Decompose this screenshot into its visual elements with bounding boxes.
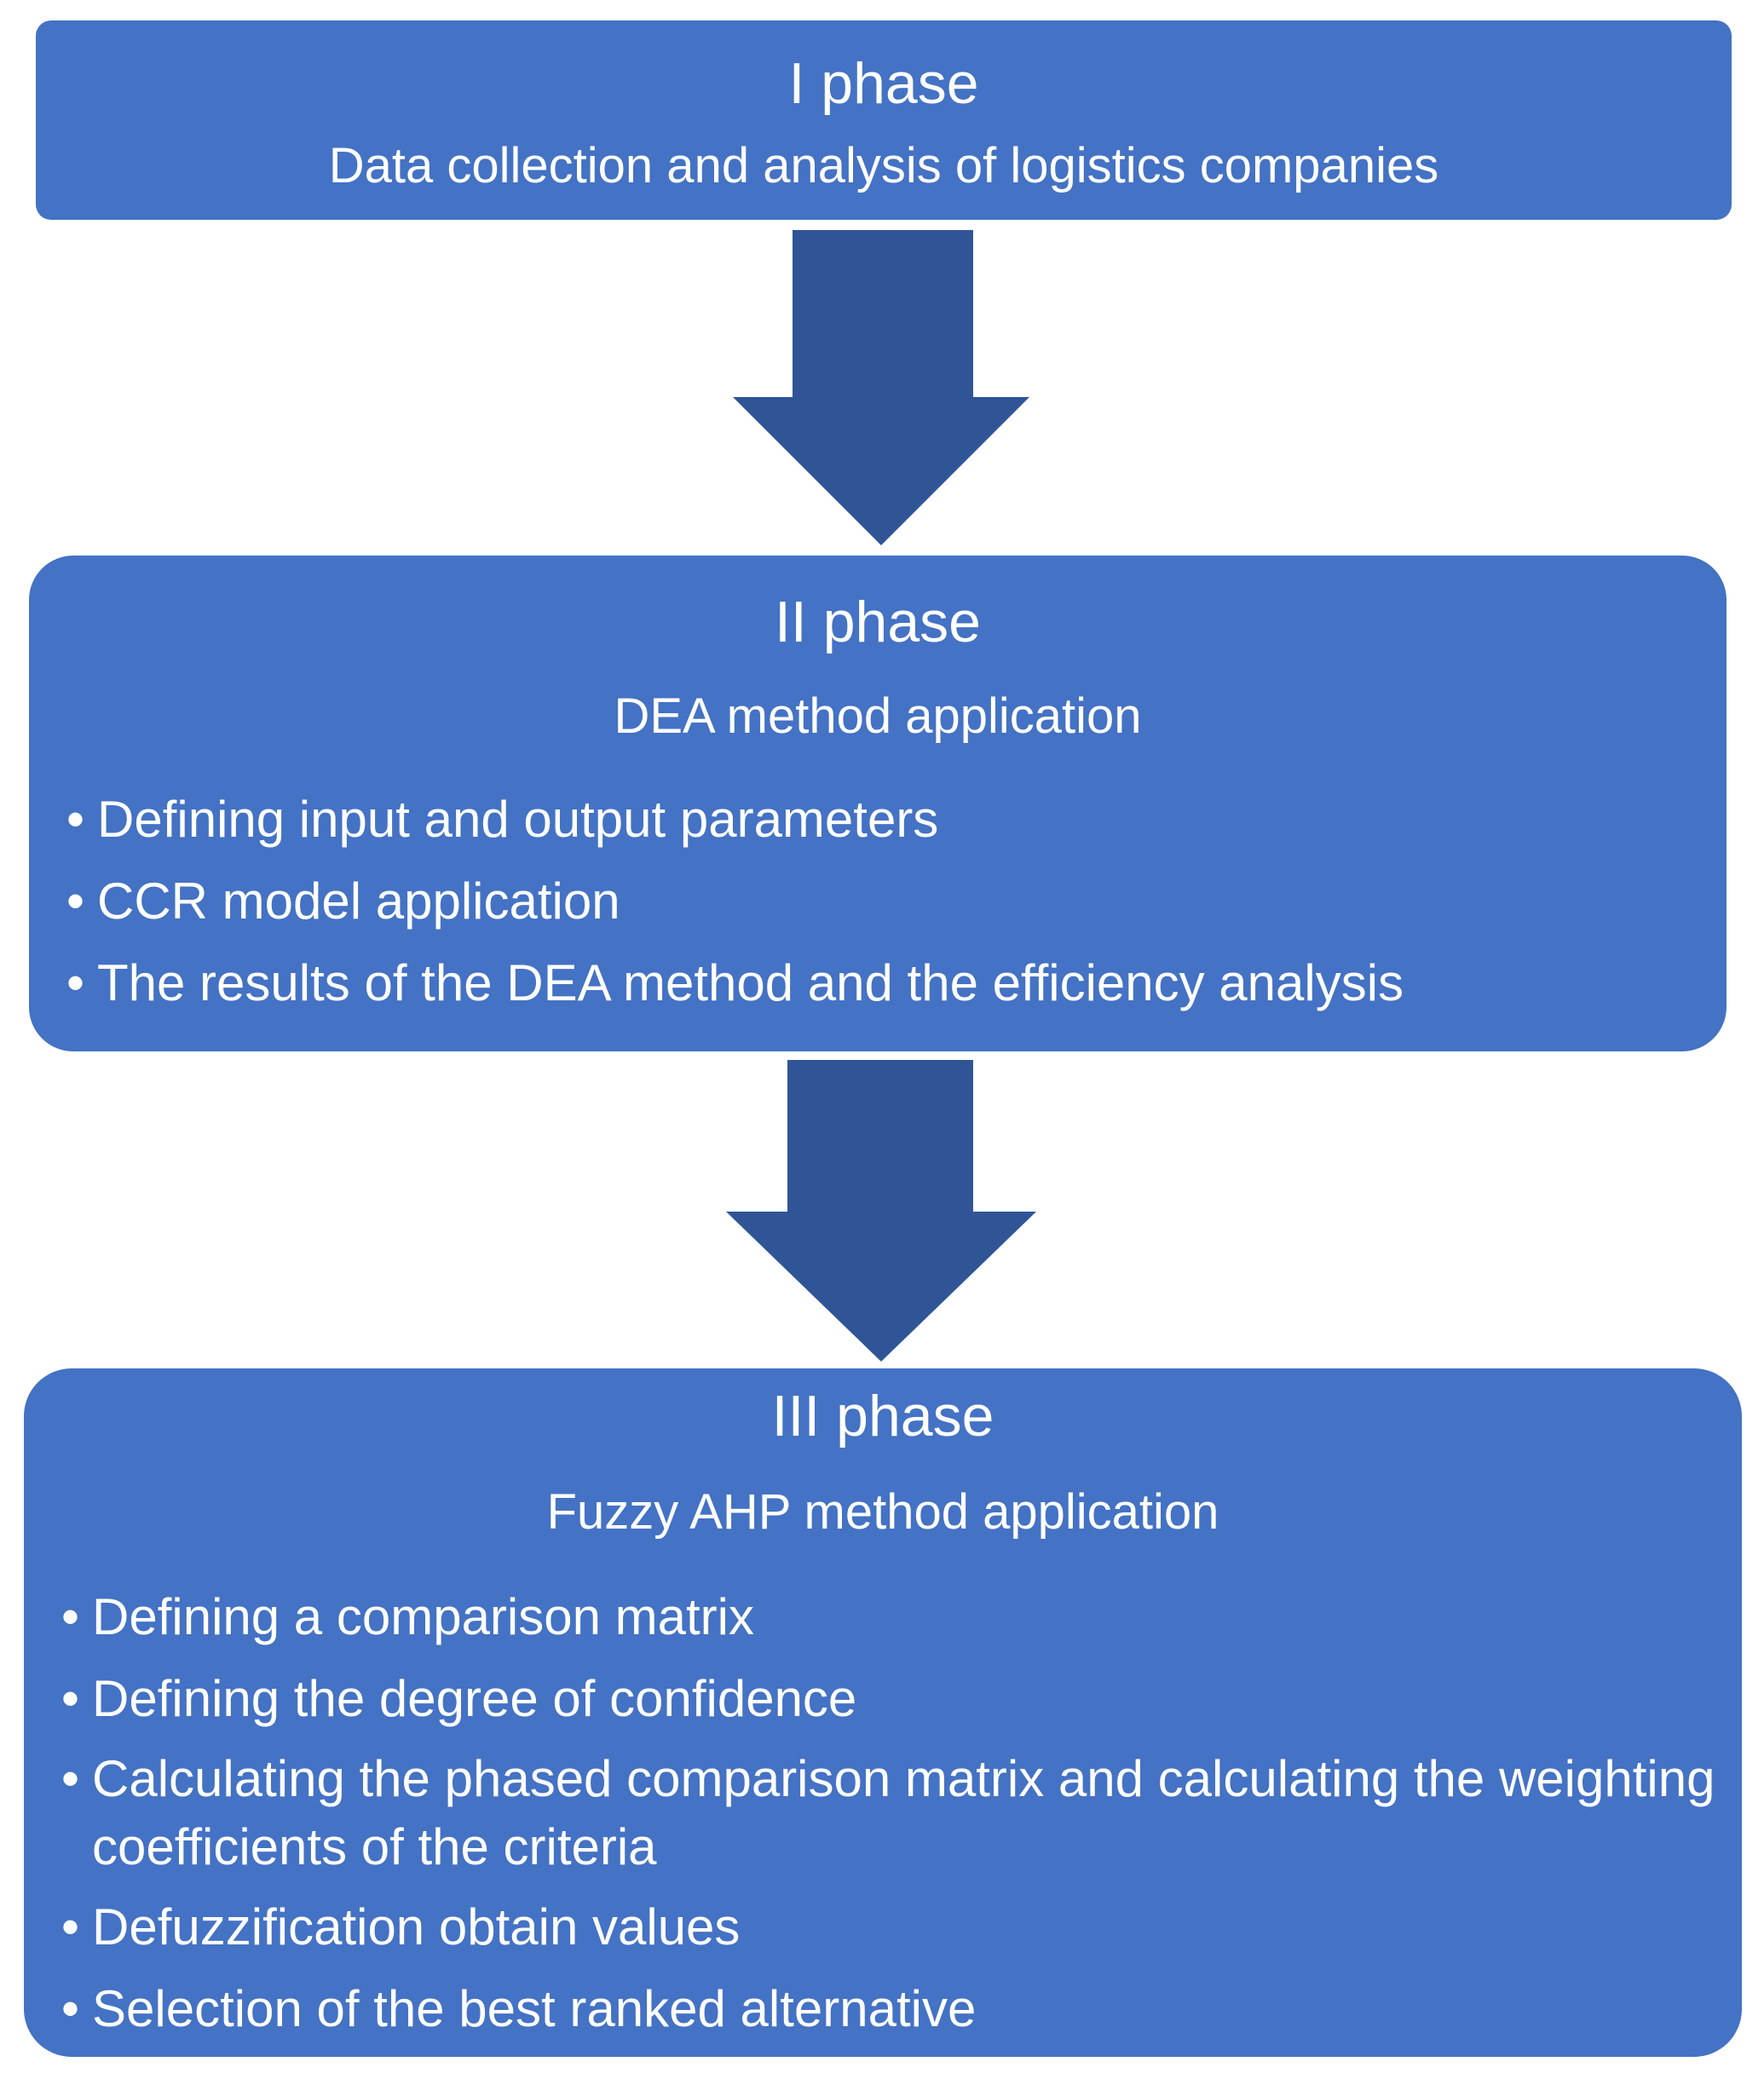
phase-3-subtitle: Fuzzy AHP method application: [546, 1484, 1219, 1540]
phase-2-step-text: CCR model application: [97, 872, 620, 930]
bullet-icon: •: [61, 1898, 80, 1955]
phase-3-step: •Calculating the phased comparison matri…: [61, 1745, 1716, 1881]
phase-3-step-list: •Defining a comparison matrix •Defining …: [61, 1581, 1716, 2055]
phase-1-subtitle: Data collection and analysis of logistic…: [328, 138, 1439, 193]
phase-2-box: II phase DEA method application •Definin…: [29, 556, 1727, 1051]
down-arrow-icon: [726, 1060, 1036, 1362]
phase-2-step: •The results of the DEA method and the e…: [66, 947, 1701, 1019]
bullet-icon: •: [61, 1588, 80, 1645]
phase-3-step-text: Defuzzification obtain values: [92, 1898, 741, 1955]
phase-2-step-list: •Defining input and output parameters •C…: [66, 784, 1701, 1029]
phase-2-step-text: The results of the DEA method and the ef…: [97, 954, 1404, 1011]
phase-2-subtitle: DEA method application: [614, 688, 1142, 744]
phase-3-step-text: Defining a comparison matrix: [92, 1588, 754, 1645]
phase-1-title: I phase: [788, 51, 979, 116]
bullet-icon: •: [66, 872, 85, 930]
bullet-icon: •: [61, 1980, 80, 2037]
phase-2-step: •Defining input and output parameters: [66, 784, 1701, 855]
bullet-icon: •: [61, 1670, 80, 1727]
phase-3-step-text: Selection of the best ranked alternative: [92, 1980, 977, 2037]
phase-3-title: III phase: [771, 1384, 994, 1448]
down-arrow-icon: [733, 230, 1029, 545]
phase-1-box: I phase Data collection and analysis of …: [36, 20, 1732, 220]
phase-3-step: •Defining a comparison matrix: [61, 1581, 1716, 1653]
phase-3-step: •Selection of the best ranked alternativ…: [61, 1973, 1716, 2045]
phase-2-step: •CCR model application: [66, 866, 1701, 937]
phase-2-title: II phase: [775, 590, 981, 654]
bullet-icon: •: [66, 791, 85, 848]
phase-3-step: •Defining the degree of confidence: [61, 1663, 1716, 1735]
phase-3-step-text: Calculating the phased comparison matrix…: [92, 1750, 1715, 1875]
phase-3-box: III phase Fuzzy AHP method application •…: [24, 1368, 1742, 2057]
phase-3-step-text: Defining the degree of confidence: [92, 1670, 857, 1727]
phase-3-step: •Defuzzification obtain values: [61, 1892, 1716, 1963]
phase-2-step-text: Defining input and output parameters: [97, 791, 939, 848]
bullet-icon: •: [66, 954, 85, 1011]
bullet-icon: •: [61, 1750, 80, 1807]
